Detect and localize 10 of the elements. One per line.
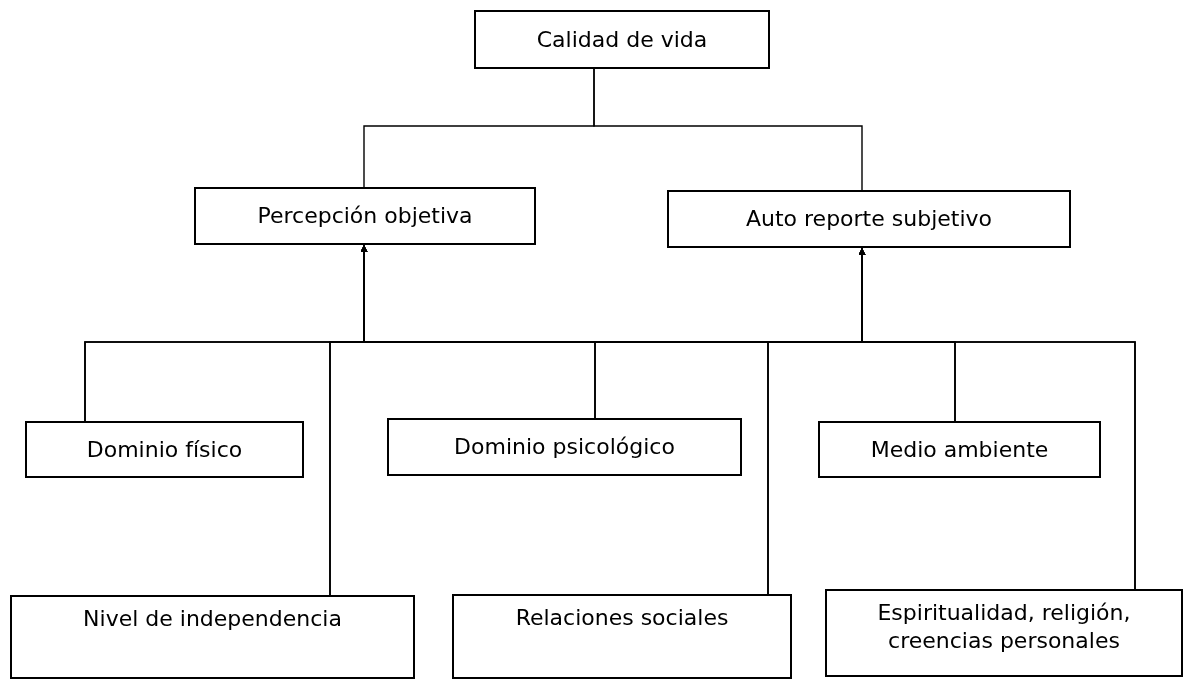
text-box: Nivel de independencia: [10, 595, 415, 679]
text-box: Auto reporte subjetivo: [667, 190, 1071, 248]
text-box: Espiritualidad, religión, creencias personales: [825, 589, 1183, 677]
connector-arrow: [858, 247, 1136, 590]
text-box: Relaciones sociales: [452, 594, 792, 679]
text-box: Calidad de vida: [474, 10, 770, 69]
text-box: Medio ambiente: [818, 421, 1101, 478]
text-box: Dominio psicológico: [387, 418, 742, 476]
text-box: Dominio físico: [25, 421, 304, 478]
text-box: Percepción objetiva: [194, 187, 536, 245]
